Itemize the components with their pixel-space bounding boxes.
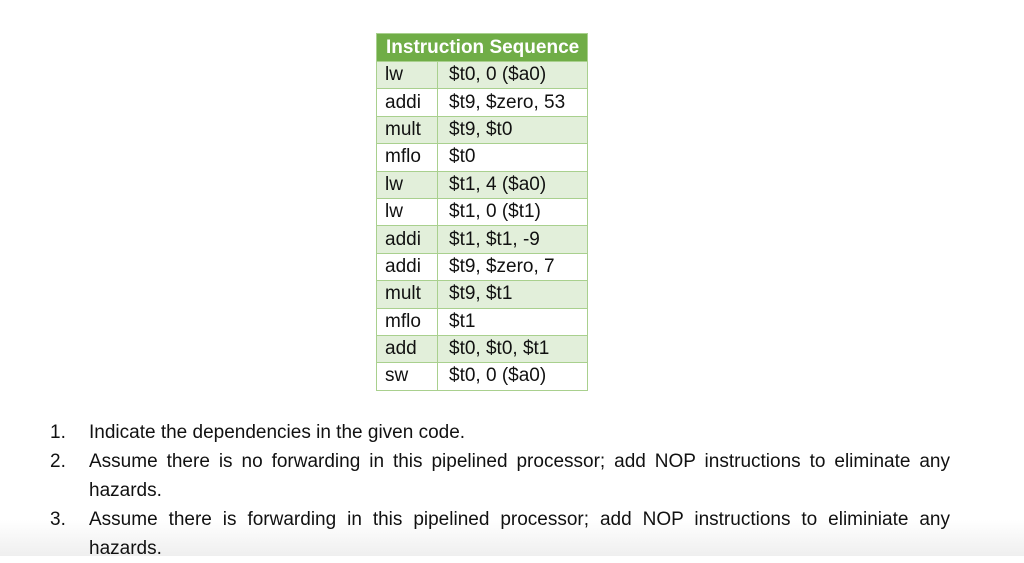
opcode-cell: sw <box>376 362 438 391</box>
question-number: 3. <box>50 509 66 530</box>
opcode-cell: lw <box>376 60 438 90</box>
question-number: 2. <box>50 451 66 472</box>
question-item: 2. Assume there is no forwarding in this… <box>50 447 950 505</box>
opcode-cell: addi <box>376 88 438 117</box>
operands-cell: $t9, $t1 <box>437 280 588 309</box>
question-item: 3. Assume there is forwarding in this pi… <box>50 505 950 563</box>
opcode-cell: lw <box>376 170 438 199</box>
table-header: Instruction Sequence <box>376 33 588 62</box>
table-row: addi $t1, $t1, -9 <box>376 225 588 254</box>
table-row: addi $t9, $zero, 7 <box>376 252 588 282</box>
table-row: sw $t0, 0 ($a0) <box>376 362 588 391</box>
operands-cell: $t0, $t0, $t1 <box>437 334 588 364</box>
opcode-cell: lw <box>376 197 438 227</box>
question-item: 1. Indicate the dependencies in the give… <box>50 418 950 447</box>
opcode-cell: add <box>376 334 438 364</box>
opcode-cell: mflo <box>376 307 438 336</box>
operands-cell: $t1, 0 ($t1) <box>437 197 588 227</box>
question-number: 1. <box>50 422 66 443</box>
instruction-sequence-table: Instruction Sequence lw $t0, 0 ($a0) add… <box>376 33 588 391</box>
table-row: mflo $t1 <box>376 307 588 336</box>
operands-cell: $t0, 0 ($a0) <box>437 362 588 391</box>
operands-cell: $t9, $zero, 7 <box>437 252 588 282</box>
question-text: Assume there is forwarding in this pipel… <box>89 509 950 559</box>
table-row: lw $t1, 0 ($t1) <box>376 197 588 227</box>
opcode-cell: addi <box>376 252 438 282</box>
table-header-row: Instruction Sequence <box>376 33 588 62</box>
table-row: lw $t0, 0 ($a0) <box>376 60 588 90</box>
table-row: mult $t9, $t0 <box>376 115 588 145</box>
table-row: addi $t9, $zero, 53 <box>376 88 588 117</box>
opcode-cell: mflo <box>376 143 438 172</box>
operands-cell: $t9, $zero, 53 <box>437 88 588 117</box>
table-row: add $t0, $t0, $t1 <box>376 334 588 364</box>
question-text: Indicate the dependencies in the given c… <box>89 422 466 443</box>
table-row: mult $t9, $t1 <box>376 280 588 309</box>
question-text: Assume there is no forwarding in this pi… <box>89 451 950 501</box>
operands-cell: $t1, 4 ($a0) <box>437 170 588 199</box>
table-row: mflo $t0 <box>376 143 588 172</box>
opcode-cell: mult <box>376 115 438 145</box>
operands-cell: $t1, $t1, -9 <box>437 225 588 254</box>
opcode-cell: mult <box>376 280 438 309</box>
opcode-cell: addi <box>376 225 438 254</box>
operands-cell: $t9, $t0 <box>437 115 588 145</box>
bottom-fade <box>0 520 1024 556</box>
question-list: 1. Indicate the dependencies in the give… <box>50 418 950 563</box>
operands-cell: $t0, 0 ($a0) <box>437 60 588 90</box>
operands-cell: $t0 <box>437 143 588 172</box>
table-row: lw $t1, 4 ($a0) <box>376 170 588 199</box>
operands-cell: $t1 <box>437 307 588 336</box>
